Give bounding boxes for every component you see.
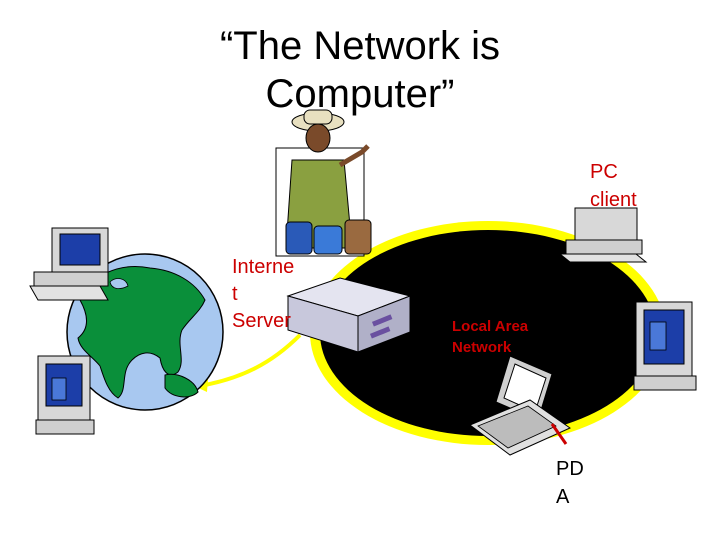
laptop-icon [469,355,572,456]
pc-client-label: PC client [590,161,637,211]
lan-ellipse [320,230,656,436]
desktop-pc-icon [35,355,95,435]
desktop-pc-icon [633,301,697,391]
person-icon [275,109,372,257]
globe-icon [66,253,224,411]
pda-label: PD A [556,458,584,508]
page-title: “The Network is Computer” [219,24,501,116]
desktop-pc-icon [29,227,109,301]
server-icon [286,277,412,353]
internet-server-label: Interne t Server [232,256,295,332]
arrow-to-globe [204,333,302,387]
desktop-pc-icon [558,207,648,263]
lan-label: Local Area Network [452,318,529,356]
